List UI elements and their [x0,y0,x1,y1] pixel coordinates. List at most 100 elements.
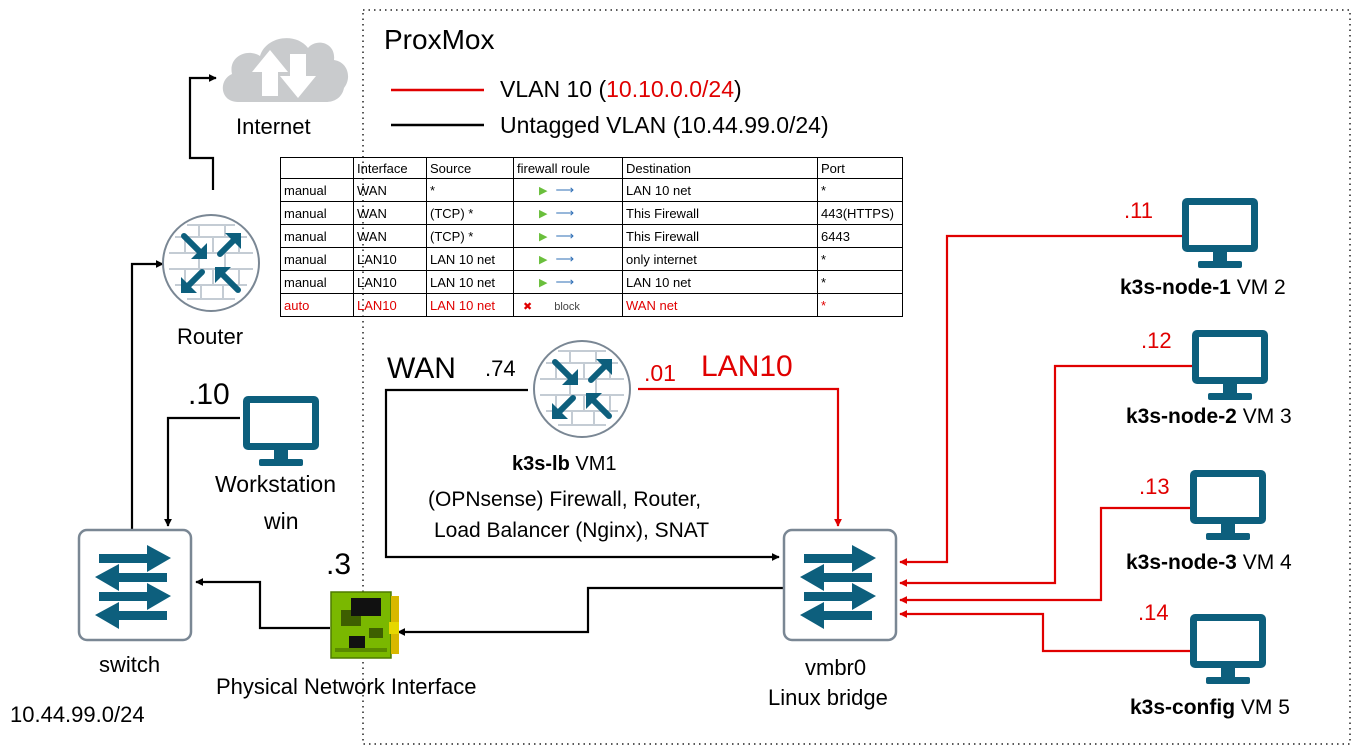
lb-desc-1: (OPNsense) Firewall, Router, [428,488,702,511]
workstation-monitor-icon [243,396,319,466]
node2-link [899,364,1192,587]
table-cell: only internet [622,247,818,271]
bridge-to-nic-line [397,586,783,636]
table-cell: LAN 10 net [426,247,514,271]
rule-action-cell: ▶⟶ [513,178,623,202]
firewall-rules-table: Interface Source firewall roule Destinat… [280,157,903,317]
bridge-label-2: Linux bridge [768,685,888,710]
direction-arrow-icon: ⟶ [555,205,575,220]
table-cell: manual [280,224,354,248]
table-cell: (TCP) * [426,201,514,225]
table-header-cell: Port [817,157,903,179]
config-link [899,610,1190,653]
node2-label: k3s-node-2 VM 3 [1126,406,1292,427]
legend-vlan10-prefix: VLAN 10 ( [500,76,607,102]
block-label: block [554,300,580,313]
pass-icon: ▶ [539,185,548,197]
table-header-cell: Destination [622,157,818,179]
table-cell: (TCP) * [426,224,514,248]
table-row: manual WAN * ▶⟶ LAN 10 net * [280,178,903,202]
table-cell: This Firewall [622,224,818,248]
node1-monitor-icon [1182,198,1258,268]
node1-vm: VM 2 [1230,276,1286,299]
switch-label: switch [99,652,161,677]
table-header-row: Interface Source firewall roule Destinat… [280,157,903,179]
router-label: Router [177,324,244,349]
proxmox-boundary [362,9,1351,745]
node3-monitor-icon [1190,470,1266,540]
direction-arrow-icon: ⟶ [555,251,575,266]
table-cell: * [426,178,514,202]
node2-monitor-icon [1192,330,1268,400]
node1-name: k3s-node-1 [1120,276,1231,299]
workstation-label-2: win [264,508,299,534]
table-cell: LAN 10 net [426,270,514,294]
lan10-ip: .01 [644,360,676,386]
rule-action-cell: ▶⟶ [513,247,623,271]
table-cell: auto [280,293,354,317]
table-cell: LAN 10 net [426,293,514,317]
workstation-label-1: Workstation [215,471,337,497]
node2-vm: VM 3 [1236,405,1292,428]
table-cell: 443(HTTPS) [817,201,903,225]
node1-ip: .11 [1124,198,1153,223]
node2-ip: .12 [1141,328,1172,353]
table-cell: LAN10 [353,247,427,271]
legend-vlan10-suffix: ) [734,76,742,102]
config-name: k3s-config [1130,696,1236,719]
lb-name: k3s-lb VM1 [512,454,617,474]
table-cell: LAN 10 net [622,178,818,202]
lb-desc-2: Load Balancer (Nginx), SNAT [434,519,710,542]
pass-icon: ▶ [539,254,548,266]
rule-action-cell: ▶⟶ [513,201,623,225]
node3-link [899,506,1190,604]
proxmox-title: ProxMox [384,24,495,55]
rule-action-cell: ▶⟶ [513,270,623,294]
table-cell: WAN [353,178,427,202]
legend-untagged: Untagged VLAN (10.44.99.0/24) [500,112,829,138]
table-row: manual WAN (TCP) * ▶⟶ This Firewall 443(… [280,201,903,225]
table-cell: 6443 [817,224,903,248]
workstation-to-switch-line [164,416,240,527]
config-ip: .14 [1138,600,1169,625]
router-icon [163,215,259,311]
nic-ip: .3 [326,548,352,581]
switch-subnet: 10.44.99.0/24 [10,702,145,727]
table-cell: WAN [353,201,427,225]
bridge-switch-icon [782,528,898,642]
table-header-cell: Interface [353,157,427,179]
table-cell: * [817,247,903,271]
legend-vlan10-subnet: 10.10.0.0/24 [606,76,735,102]
lb-firewall-icon [534,341,630,437]
table-cell: WAN net [622,293,818,317]
nic-to-switch-line [195,578,330,630]
legend-vlan10: VLAN 10 (10.10.0.0/24) [500,78,742,101]
switch-icon [77,528,193,642]
rule-action-cell: ▶⟶ [513,224,623,248]
bridge-label-1: vmbr0 [805,655,867,680]
pass-icon: ▶ [539,231,548,243]
config-monitor-icon [1190,614,1266,684]
table-cell: manual [280,201,354,225]
lan10-label: LAN10 [701,350,793,383]
table-cell: * [817,270,903,294]
pass-icon: ▶ [539,277,548,289]
table-cell: LAN10 [353,293,427,317]
table-header-cell: Source [426,157,514,179]
wan-to-bridge-line [384,388,780,561]
table-header-cell: firewall roule [513,157,623,179]
table-cell: This Firewall [622,201,818,225]
table-cell: * [817,293,903,317]
table-cell: manual [280,270,354,294]
table-row: manual WAN (TCP) * ▶⟶ This Firewall 6443 [280,224,903,248]
table-header-cell [280,157,354,179]
cloud-icon [222,38,349,102]
direction-arrow-icon: ⟶ [555,182,575,197]
table-cell: * [817,178,903,202]
wan-ip: .74 [485,356,516,381]
wan-label: WAN [387,352,456,385]
config-vm: VM 5 [1235,696,1290,719]
node3-ip: .13 [1139,474,1170,499]
direction-arrow-icon: ⟶ [555,274,575,289]
